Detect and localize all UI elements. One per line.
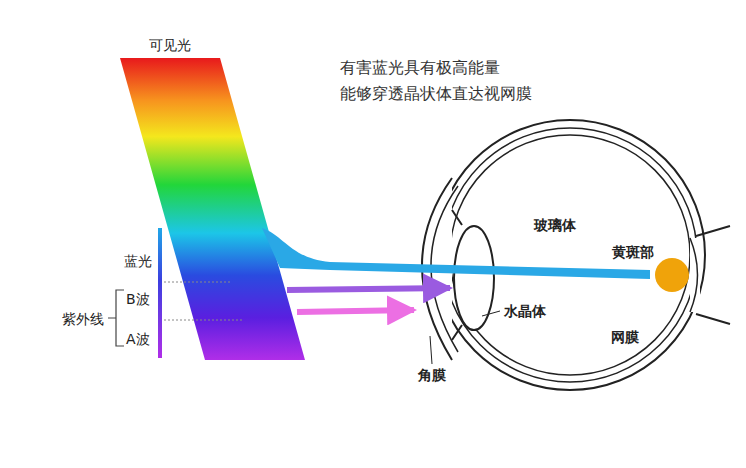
leader-line	[482, 311, 500, 316]
part-label: 水晶体	[504, 302, 546, 320]
part-label: 角膜	[418, 366, 446, 384]
band-heading: 可见光	[149, 36, 191, 54]
leader-line	[430, 336, 432, 364]
spectrum-band	[120, 58, 305, 360]
optic-nerve-gap	[690, 238, 700, 312]
divider-line	[164, 320, 243, 321]
macula	[655, 258, 689, 292]
wavelength-label: A波	[126, 330, 150, 348]
wavelength-label: 蓝光	[124, 252, 152, 270]
blue-light-beam	[262, 228, 650, 279]
bracket	[108, 290, 124, 346]
optic-nerve	[696, 226, 730, 324]
retina	[450, 135, 690, 375]
uva-arrow	[297, 310, 414, 312]
part-label: 网膜	[611, 328, 639, 346]
part-label: 玻璃体	[534, 216, 576, 234]
choroid	[443, 128, 697, 382]
part-label: 黄斑部	[612, 243, 654, 261]
sclera	[435, 120, 705, 390]
uvb-arrow	[287, 288, 450, 290]
wavelength-label: B波	[126, 290, 150, 308]
optic-disc	[690, 238, 698, 312]
note-text: 有害蓝光具有极高能量 能够穿透晶状体直达视网膜	[340, 55, 570, 107]
wavelength-bar	[158, 228, 162, 358]
group-label: 紫外线	[62, 310, 104, 328]
divider-line	[164, 282, 232, 283]
